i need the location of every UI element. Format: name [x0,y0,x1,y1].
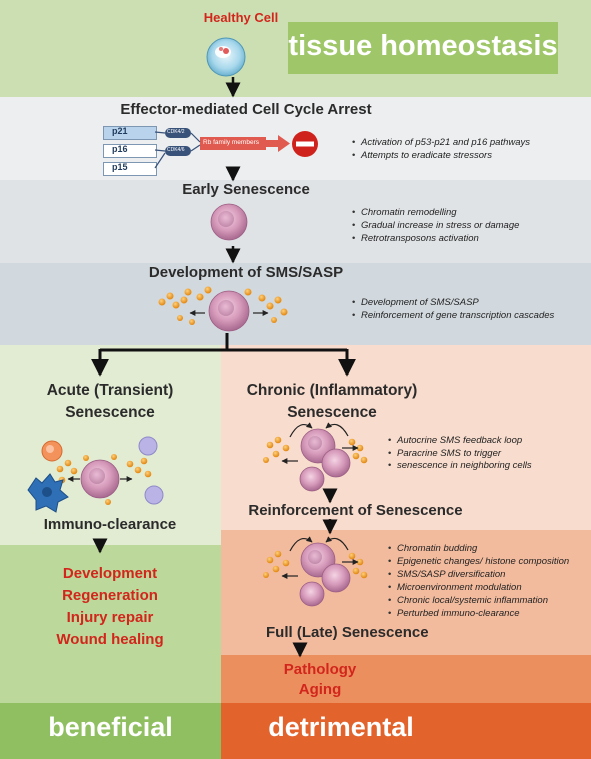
chronic-title-line2: Senescence [287,404,377,421]
outcome-aging: Aging [298,681,342,698]
p21-label: p21 [112,126,128,136]
rb-family-label: Rb family members [203,139,259,146]
chronic-outcomes: Pathology Aging [240,660,400,700]
acute-outcomes: Development Regeneration Injury repair W… [10,563,210,651]
immune-cell-purple-icon [138,436,164,505]
late-bullet: Microenvironment modulation [388,581,569,594]
p16-box [103,144,157,158]
outcome-injury-repair: Injury repair [66,609,154,626]
beneficial-label: beneficial [48,712,173,742]
p15-label: p15 [112,162,128,172]
outcome-pathology: Pathology [283,661,357,678]
healthy-cell-icon [206,37,246,77]
p21-box [103,126,157,140]
p16-label: p16 [112,144,128,154]
late-bullet: Perturbed immuno-clearance [388,607,569,620]
outcome-regeneration: Regeneration [62,587,158,604]
autocrine-loop-right [325,422,349,437]
late-bullet: Chromatin budding [388,542,569,555]
cdk-top-label: CDK4/2 [167,129,185,135]
outcome-development: Development [62,565,158,582]
arrest-title: Effector-mediated Cell Cycle Arrest [120,101,372,118]
late-bullet: Chronic local/systemic inflammation [388,594,569,607]
tissue-homeostasis-label: tissue homeostasis [288,30,558,62]
late-loop-right [325,536,349,551]
arrest-bullets: Activation of p53-p21 and p16 pathways A… [352,136,530,162]
autocrine-loop-left [289,422,313,438]
cdk-top-pill [165,128,191,138]
inhibition-arrow-icon [266,135,290,152]
chronic-title: Chronic (Inflammatory) Senescence [232,380,432,424]
healthy-cell-label: Healthy Cell [203,10,279,25]
early-bullet: Gradual increase in stress or damage [352,219,519,232]
tissue-homeostasis-box [288,22,558,74]
late-cell-cluster-icon [299,542,351,607]
cdk-bottom-label: CDK4/6 [167,147,185,153]
early-bullet: Chromatin remodelling [352,206,519,219]
sms-bullet: Development of SMS/SASP [352,296,554,309]
late-sasp-factors-icon [263,550,368,579]
sms-bullet: Reinforcement of gene transcription casc… [352,309,554,322]
chronic-cell-cluster-icon [299,428,351,492]
acute-title: Acute (Transient) Senescence [10,380,210,424]
acute-title-line2: Senescence [65,404,155,421]
arrest-bullet: Activation of p53-p21 and p16 pathways [352,136,530,149]
sasp-factors-icon [158,286,288,325]
pathology-panel [221,655,591,703]
acute-outcome-panel [0,545,221,703]
arrest-connectors [154,131,201,169]
reinforcement-title: Reinforcement of Senescence [248,502,463,519]
chronic-title-line1: Chronic (Inflammatory) [246,382,418,399]
acute-sasp-factors-icon [56,454,152,505]
arrest-bullet: Attempts to eradicate stressors [352,149,530,162]
immuno-clearance-label: Immuno-clearance [43,516,177,533]
sasp-cell-icon [208,290,250,332]
branch-arrows [91,333,356,377]
acute-senescent-cell-icon [80,459,120,499]
p15-box [103,162,157,176]
macrophage-icon [27,473,69,513]
detrimental-footer [221,703,591,759]
acute-panel [0,345,221,545]
cdk-bottom-pill [165,146,191,156]
late-bullet: SMS/SASP diversification [388,568,569,581]
chronic-bullet: Autocrine SMS feedback loop [388,435,532,448]
outcome-wound-healing: Wound healing [56,631,164,648]
detrimental-label: detrimental [268,712,414,742]
chronic-bullets: Autocrine SMS feedback loop Paracrine SM… [388,435,532,473]
chronic-bullet: Paracrine SMS to trigger [388,448,532,461]
beneficial-footer [0,703,221,759]
sms-title: Development of SMS/SASP [148,264,344,281]
chronic-bullet-continued: senescence in neighboring cells [388,460,532,473]
immune-cell-orange-icon [41,440,63,462]
late-bullets: Chromatin budding Epigenetic changes/ hi… [388,542,569,620]
early-senescent-cell-icon [210,203,248,241]
late-bullet: Epigenetic changes/ histone composition [388,555,569,568]
early-title: Early Senescence [182,181,310,198]
stop-sign-icon [292,131,318,157]
late-loop-left [289,536,313,552]
acute-title-line1: Acute (Transient) [46,382,174,399]
rb-family-box [200,137,266,150]
early-bullets: Chromatin remodelling Gradual increase i… [352,206,519,245]
early-bullet: Retrotransposons activation [352,232,519,245]
late-title: Full (Late) Senescence [266,624,429,641]
sms-bullets: Development of SMS/SASP Reinforcement of… [352,296,554,322]
